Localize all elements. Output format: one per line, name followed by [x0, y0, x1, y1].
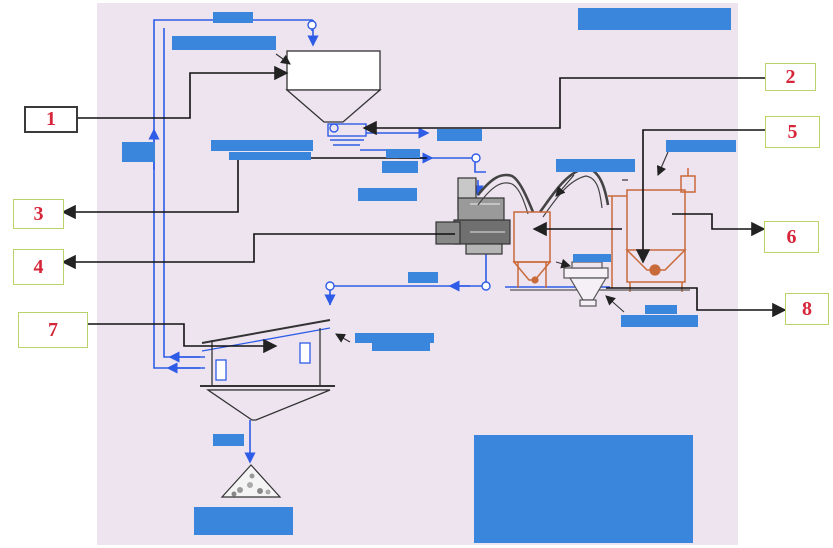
feed-hopper-box: [286, 50, 381, 91]
callout-5: 5: [765, 116, 820, 148]
redacted-label: [372, 343, 430, 351]
redacted-label: [437, 129, 482, 141]
collector-details: [510, 179, 690, 291]
callout-pointers: [61, 65, 787, 354]
redacted-label: [382, 161, 418, 173]
pointer-2: [362, 77, 766, 136]
redacted-label: [621, 315, 698, 327]
callout-3: 3: [13, 199, 64, 229]
feed-hopper: [285, 50, 382, 123]
redacted-label: [355, 333, 434, 343]
redacted-legend-block: [474, 435, 693, 543]
redacted-label: [358, 188, 417, 201]
product-pile: [220, 464, 282, 498]
cyclone-silo: [512, 168, 696, 292]
redacted-label: [666, 140, 736, 152]
callout-7: 7: [18, 312, 88, 348]
pointer-4: [61, 233, 455, 270]
redacted-label: [194, 507, 293, 535]
callout-6: 6: [764, 221, 819, 253]
redacted-label: [213, 12, 253, 23]
redacted-label: [122, 142, 155, 162]
pipe-joints: [307, 20, 491, 291]
redacted-label: [213, 434, 244, 446]
callout-2: 2: [765, 63, 816, 91]
pipe-joint: [325, 281, 335, 291]
redacted-label: [229, 152, 311, 160]
feed-hopper-cone: [285, 89, 382, 123]
pointer-1: [77, 65, 289, 119]
redacted-label: [578, 8, 731, 30]
pointer-6: [672, 213, 766, 237]
redacted-label: [172, 36, 276, 50]
redacted-label: [573, 254, 611, 262]
leader-arrows: [275, 53, 669, 343]
redacted-label: [408, 272, 438, 283]
pointer-3: [61, 157, 427, 220]
redacted-label: [645, 305, 677, 314]
pipe-joint: [471, 153, 481, 163]
pointer-5: [635, 129, 766, 264]
redacted-label: [211, 140, 313, 151]
vibrating-screen: [200, 319, 335, 421]
product-bin: [563, 261, 609, 307]
pipe-joint: [481, 281, 491, 291]
pipe-joint: [307, 20, 317, 30]
callout-8: 8: [785, 293, 829, 325]
pointer-8: [606, 287, 787, 318]
redacted-label: [556, 159, 635, 172]
pointer-7: [87, 323, 278, 354]
callout-1: 1: [24, 106, 78, 133]
callout-4: 4: [13, 249, 64, 285]
redacted-label: [386, 149, 420, 158]
